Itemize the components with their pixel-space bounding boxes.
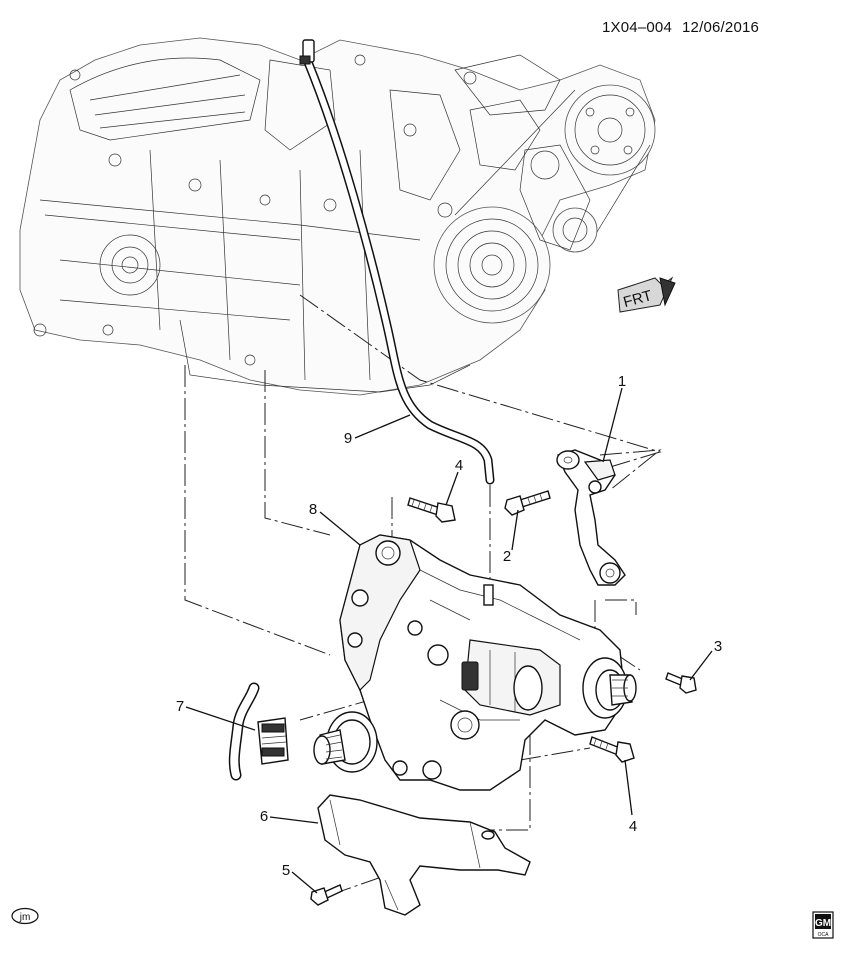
callout-5: 5: [282, 862, 290, 879]
callout-1: 1: [618, 373, 626, 390]
bolt-2: [504, 490, 551, 516]
jm-logo: jm: [11, 907, 39, 925]
callout-3: 3: [714, 638, 722, 655]
callout-4-lower: 4: [629, 818, 637, 835]
bolt-4-lower: [589, 736, 635, 763]
callout-4-upper: 4: [455, 457, 463, 474]
part-9-vent-hose: [299, 39, 495, 485]
svg-text:GM: GM: [815, 918, 831, 929]
front-direction-marker: FRT: [617, 276, 676, 313]
gm-logo: GM OCA: [812, 911, 834, 939]
callout-9: 9: [344, 430, 352, 447]
callout-2: 2: [503, 548, 511, 565]
svg-text:OCA: OCA: [818, 932, 830, 938]
leader-lines: [185, 387, 713, 894]
callout-8: 8: [309, 501, 317, 518]
part-1-mounting-bracket: [556, 449, 626, 586]
callout-6: 6: [260, 808, 268, 825]
part-8-transfer-case: [313, 534, 637, 791]
engine-block: [19, 37, 656, 396]
svg-text:jm: jm: [19, 912, 31, 923]
illustration-id: 1X04–004: [602, 19, 672, 36]
illustration-date: 12/06/2016: [682, 19, 759, 36]
part-6-heat-shield: [317, 794, 531, 916]
bolt-5: [310, 884, 343, 906]
part-7-wiring-harness: [228, 682, 289, 781]
bolt-3: [665, 672, 697, 694]
front-arrow-icon: [659, 277, 676, 307]
bolt-4-upper: [407, 497, 456, 523]
frt-label: FRT: [622, 287, 654, 311]
callout-7: 7: [176, 698, 184, 715]
